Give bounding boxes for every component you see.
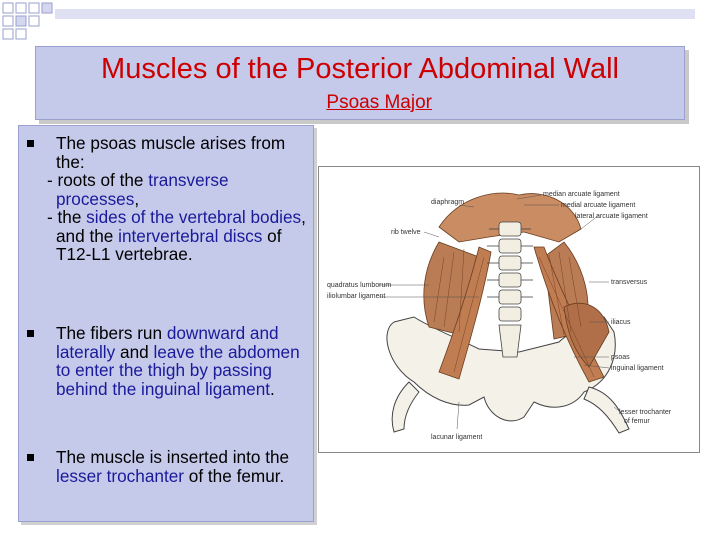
label-rib-twelve: rib twelve <box>391 229 421 236</box>
decorative-squares-icon <box>2 2 695 40</box>
label-quadratus: quadratus lumborum <box>327 282 391 289</box>
square-bullet-icon <box>27 454 34 461</box>
origin-sides-term: sides of the vertebral bodies <box>86 207 302 227</box>
label-lacunar: lacunar ligament <box>431 434 482 441</box>
bullet-text: The fibers run downward and laterally an… <box>56 324 307 398</box>
origin-intro: The psoas muscle arises from the: <box>56 133 286 172</box>
label-medial-arcuate: medial arcuate ligament <box>561 202 635 209</box>
origin-sides-prefix: - the <box>47 207 87 227</box>
insertion-prefix: The muscle is inserted into the <box>56 447 290 467</box>
page-title: Muscles of the Posterior Abdominal Wall <box>101 53 619 85</box>
bullet-text: The psoas muscle arises from the: - root… <box>47 133 307 264</box>
label-of-femur: of femur <box>624 418 650 425</box>
course-path: leave the abdomen to enter the thigh by … <box>56 341 300 399</box>
origin-roots-term: transverse processes <box>56 170 229 209</box>
posterior-abdominal-wall-illustration: median arcuate ligament medial arcuate l… <box>327 191 672 441</box>
bullet-text: The muscle is inserted into the lesser t… <box>56 448 307 485</box>
label-median-arcuate: median arcuate ligament <box>543 191 620 198</box>
course-direction: downward and laterally <box>56 323 279 362</box>
bullet-panel: The psoas muscle arises from the: - root… <box>18 125 314 522</box>
label-transversus: transversus <box>611 279 648 286</box>
page-subtitle: Psoas Major <box>326 92 432 113</box>
origin-sides-mid: , and the <box>56 207 306 246</box>
label-lesser-trochanter: lesser trochanter <box>619 409 672 416</box>
square-bullet-icon <box>27 330 34 337</box>
course-suffix: . <box>270 378 275 399</box>
label-lateral-arcuate: lateral arcuate ligament <box>575 213 648 220</box>
origin-discs-suffix: of T12-L1 vertebrae. <box>56 225 282 264</box>
bullet-course: The fibers run downward and laterally an… <box>27 324 307 398</box>
origin-discs-term: intervertebral discs <box>118 225 263 246</box>
origin-roots-suffix: , <box>134 188 140 209</box>
insertion-term: lesser trochanter <box>56 465 185 486</box>
course-prefix: The fibers run <box>56 323 167 343</box>
label-iliacus: iliacus <box>611 319 631 326</box>
bullet-origin: The psoas muscle arises from the: - root… <box>27 134 307 264</box>
square-bullet-icon <box>27 140 34 147</box>
bullet-insertion: The muscle is inserted into the lesser t… <box>27 448 307 485</box>
label-psoas: psoas <box>611 354 630 361</box>
insertion-suffix: of the femur. <box>184 465 285 486</box>
label-inguinal: inguinal ligament <box>611 365 664 372</box>
anatomy-figure: median arcuate ligament medial arcuate l… <box>318 166 700 453</box>
origin-roots-prefix: - roots of the <box>47 170 149 190</box>
course-mid: and <box>115 341 154 362</box>
label-iliolumbar: iliolumbar ligament <box>327 293 385 300</box>
title-panel: Muscles of the Posterior Abdominal Wall … <box>35 46 685 120</box>
label-diaphragm: diaphragm <box>431 199 464 206</box>
